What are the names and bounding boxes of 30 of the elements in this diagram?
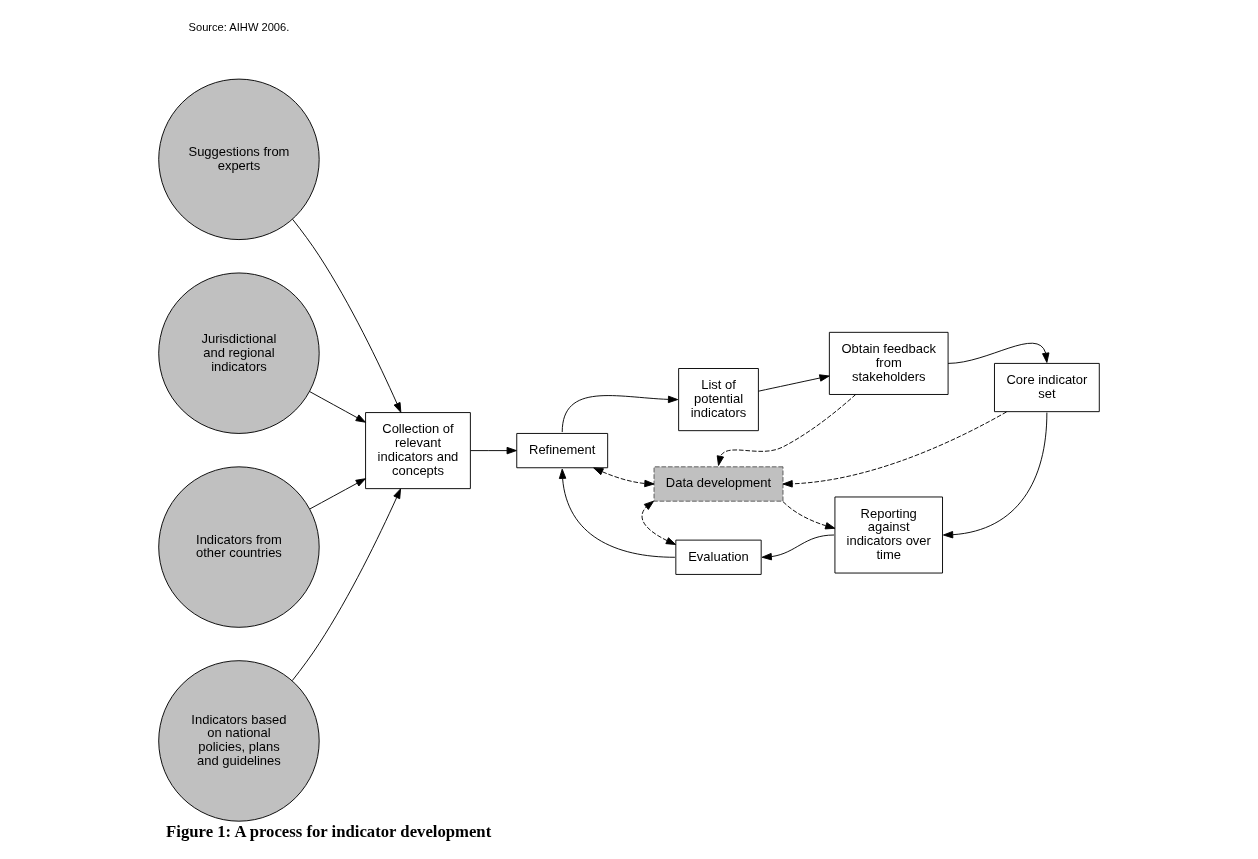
node-circle: Indicators based on national policies, plans and guidelines — [158, 660, 320, 822]
arrow — [758, 374, 830, 392]
arrow — [782, 411, 1008, 488]
node-box: Evaluation — [675, 539, 762, 575]
node-box: Collection of relevant indicators and concepts — [365, 412, 471, 490]
node-circle: Suggestions from experts — [158, 78, 320, 241]
arrow — [470, 446, 517, 455]
arrow — [943, 412, 1048, 539]
arrow — [761, 534, 835, 561]
node-box: Data development — [653, 466, 784, 502]
arrow — [641, 500, 677, 545]
node-box: Obtain feedback from stakeholders — [828, 331, 949, 395]
arrow — [716, 394, 857, 466]
arrow — [947, 342, 1050, 364]
arrow — [309, 478, 366, 510]
node-circle: Jurisdictional and regional indicators — [158, 272, 320, 434]
arrow — [561, 395, 679, 433]
arrow — [782, 501, 836, 530]
label: Source: AIHW 2006. — [188, 21, 290, 34]
arrow — [558, 468, 676, 558]
node-box: Reporting against indicators over time — [834, 496, 943, 574]
node-box: List of potential indicators — [678, 368, 759, 432]
arrow — [291, 488, 402, 682]
arrow — [309, 391, 366, 423]
node-box: Core indicator set — [994, 362, 1100, 413]
caption: Figure 1: A process for indicator development — [166, 822, 492, 842]
arrow — [292, 218, 402, 413]
node-box: Refinement — [516, 432, 609, 469]
node-circle: Indicators from other countries — [158, 466, 320, 628]
arrow — [593, 467, 655, 488]
